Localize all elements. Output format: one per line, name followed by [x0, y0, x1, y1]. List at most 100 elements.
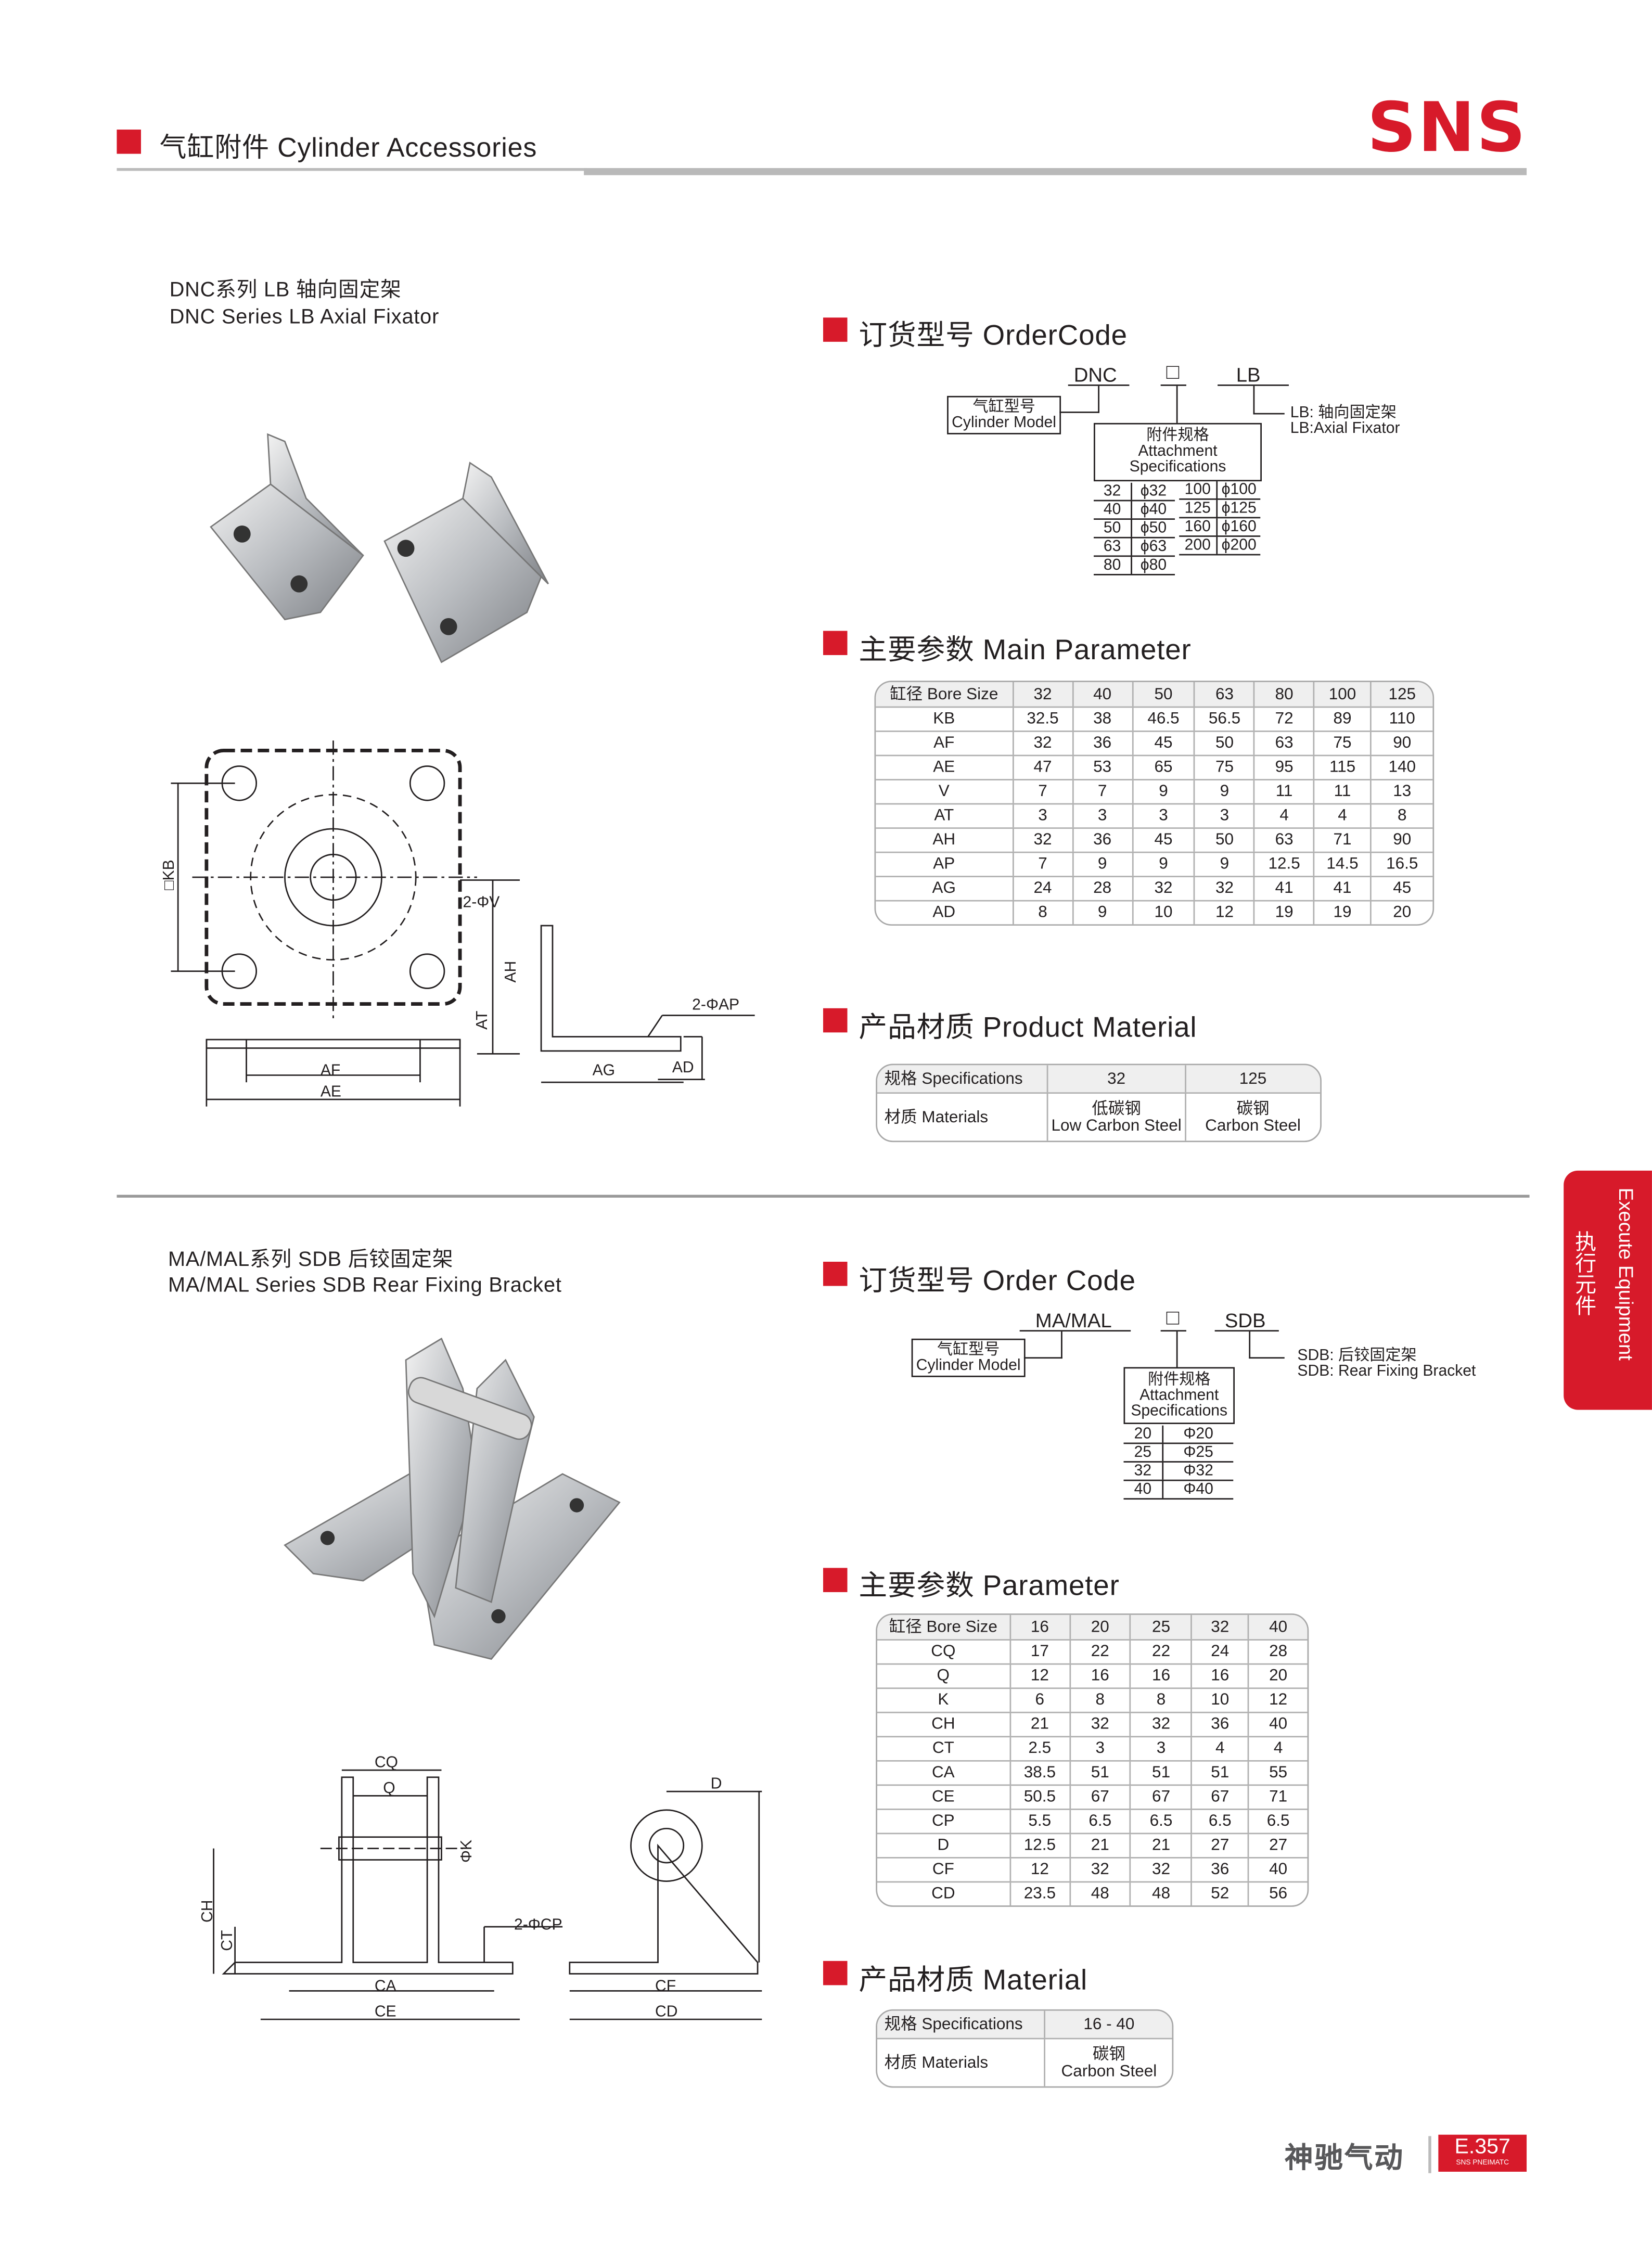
footer-divider [1428, 2136, 1431, 2173]
table-cell: 32 [1131, 877, 1194, 900]
row-label-cell: AH [932, 831, 956, 849]
spec-code: 40 [1094, 501, 1132, 519]
label-at: AT [473, 1011, 491, 1030]
label-cf: CF [655, 1977, 676, 1994]
table-cell: 低碳钢 Low Carbon Steel [1047, 1094, 1184, 1141]
table-cell: 24 [1190, 1641, 1248, 1663]
table-cell: 9 [1071, 901, 1132, 925]
product-material-title: 产品材质 Product Material [859, 1013, 1197, 1044]
spec-code: 32 [1123, 1462, 1164, 1480]
ordercode-title-2: 订货型号 Order Code [859, 1266, 1136, 1298]
table-cell: 21 [1009, 1713, 1069, 1736]
table-cell: 12 [1247, 1689, 1308, 1712]
table-cell: 3 [1069, 1737, 1130, 1760]
section2-title-cn: MA/MAL系列 SDB 后铰固定架 [168, 1249, 454, 1272]
spec-code: 20 [1123, 1425, 1164, 1443]
table-cell: 2.5 [1009, 1737, 1069, 1760]
table-cell: 32 [1012, 682, 1072, 707]
order-type: LB [1236, 363, 1261, 386]
table-cell: 67 [1190, 1786, 1248, 1809]
section-marker-icon [823, 631, 848, 656]
type-desc-cn: LB: 轴向固定架 [1290, 404, 1397, 422]
type-desc-en: LB:Axial Fixator [1290, 420, 1400, 438]
table-cell: 13 [1370, 780, 1432, 803]
table-cell: 19 [1253, 901, 1313, 925]
table-cell: 90 [1370, 732, 1432, 755]
table-cell: 32.5 [1012, 708, 1072, 731]
label-af: AF [321, 1061, 340, 1079]
spec-bore: ϕ50 [1140, 520, 1167, 537]
spec-bore: ϕ125 [1221, 499, 1257, 517]
table-cell: 16 [1130, 1664, 1191, 1688]
table-cell: 12.5 [1253, 853, 1313, 876]
row-label-cell: 缸径 Bore Size [889, 1618, 997, 1636]
row-label-cell: CD [931, 1885, 955, 1903]
label-ah: AH [502, 961, 519, 983]
label-k: ΦK [458, 1840, 475, 1863]
label-ct: CT [219, 1930, 236, 1951]
table-cell: 32 [1130, 1858, 1191, 1881]
table-cell: 12.5 [1009, 1834, 1069, 1857]
spec-code: 80 [1094, 557, 1132, 574]
label-ce: CE [375, 2003, 396, 2020]
table-cell: 25 [1130, 1615, 1191, 1639]
label-ae: AE [321, 1083, 341, 1100]
page-title: 气缸附件 Cylinder Accessories [159, 134, 537, 164]
section-marker-icon [823, 1261, 848, 1286]
table-cell: 50.5 [1009, 1786, 1069, 1809]
table-cell: 36 [1190, 1713, 1248, 1736]
table-cell: 32 [1012, 828, 1072, 852]
table-cell: 46.5 [1131, 708, 1194, 731]
table-cell: 41 [1313, 877, 1370, 900]
row-label-cell: CH [931, 1716, 955, 1733]
table-cell: 32 [1047, 1065, 1184, 1093]
table-cell: 4 [1313, 804, 1370, 828]
main-parameter-title: 主要参数 Main Parameter [859, 635, 1192, 667]
table-cell: 6.5 [1247, 1810, 1308, 1833]
section-marker-icon [823, 1961, 848, 1985]
table-cell: 23.5 [1009, 1882, 1069, 1906]
spec-bore: ϕ32 [1140, 482, 1167, 500]
sdb-bracket-photo [284, 1337, 621, 1660]
spec-bore: ϕ200 [1221, 536, 1257, 554]
order-model: DNC [1073, 363, 1117, 386]
row-label-cell: 材质 Materials [884, 2054, 989, 2071]
row-label-cell: AF [933, 735, 955, 752]
table-cell: 16.5 [1370, 853, 1432, 876]
table-cell: 48 [1069, 1882, 1130, 1906]
spec-code: 25 [1123, 1444, 1164, 1462]
table-cell: 3 [1071, 804, 1132, 828]
table-cell: 100 [1313, 682, 1370, 707]
table-cell: 51 [1069, 1761, 1130, 1785]
row-label-cell: AP [933, 855, 955, 873]
side-tab-execute-equipment[interactable]: Execute Equipment 执行元件 [1564, 1170, 1652, 1410]
table-cell: 55 [1247, 1761, 1308, 1785]
spec-code: 160 [1179, 518, 1218, 536]
page-number-badge: E.357 SNS PNEIMATC [1438, 2134, 1527, 2172]
table-cell: 8 [1370, 804, 1432, 828]
table-cell: 碳钢 Carbon Steel [1044, 2039, 1172, 2086]
table-cell: 52 [1190, 1882, 1248, 1906]
header-rule-thin [117, 168, 587, 171]
label-cd: CD [655, 2003, 677, 2020]
table-cell: 75 [1313, 732, 1370, 755]
table-cell: 72 [1253, 708, 1313, 731]
table-cell: 56 [1247, 1882, 1308, 1906]
spec-bore: Φ25 [1183, 1444, 1213, 1462]
table-cell: 碳钢 Carbon Steel [1184, 1094, 1320, 1141]
row-label-cell: AE [933, 759, 955, 776]
